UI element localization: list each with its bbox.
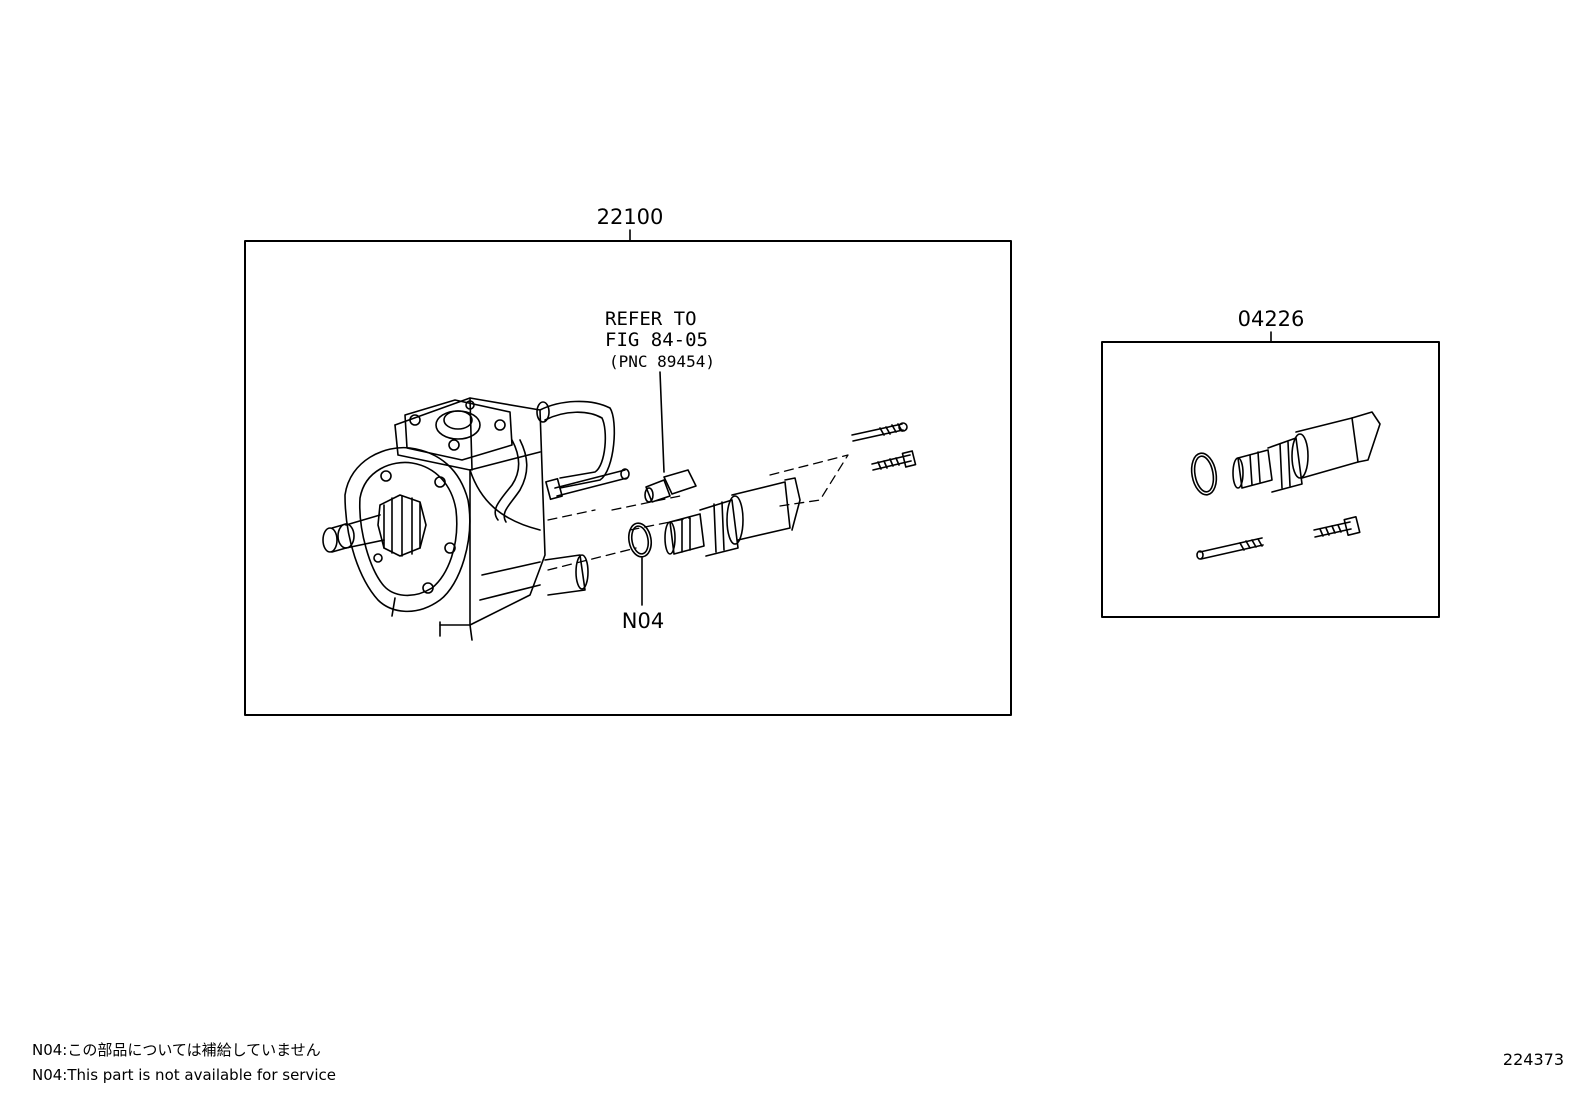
fuel-pump-drawing [322, 397, 630, 641]
valve-kit-callout: 04226 [1238, 307, 1305, 331]
pump-assembly-callout: 22100 [597, 205, 664, 229]
valve-kit-frame [1101, 341, 1440, 618]
oring-callout: N04 [622, 609, 664, 633]
figure-id: 224373 [1502, 1050, 1564, 1069]
pump-assembly-frame [244, 240, 1012, 716]
reference-line-1: REFER TO [605, 308, 697, 330]
oring-n04-drawing [627, 522, 653, 606]
screw-drawing [851, 422, 917, 471]
note-japanese: N04:この部品については補給していません [32, 1041, 321, 1059]
note-english: N04:This part is not available for servi… [32, 1066, 336, 1084]
reference-line-2: FIG 84-05 [605, 329, 708, 351]
reference-line-3: (PNC 89454) [609, 352, 715, 371]
control-valve-drawing [664, 477, 801, 557]
valve-kit-drawing [1190, 411, 1381, 560]
pressure-sensor-drawing [644, 371, 697, 503]
